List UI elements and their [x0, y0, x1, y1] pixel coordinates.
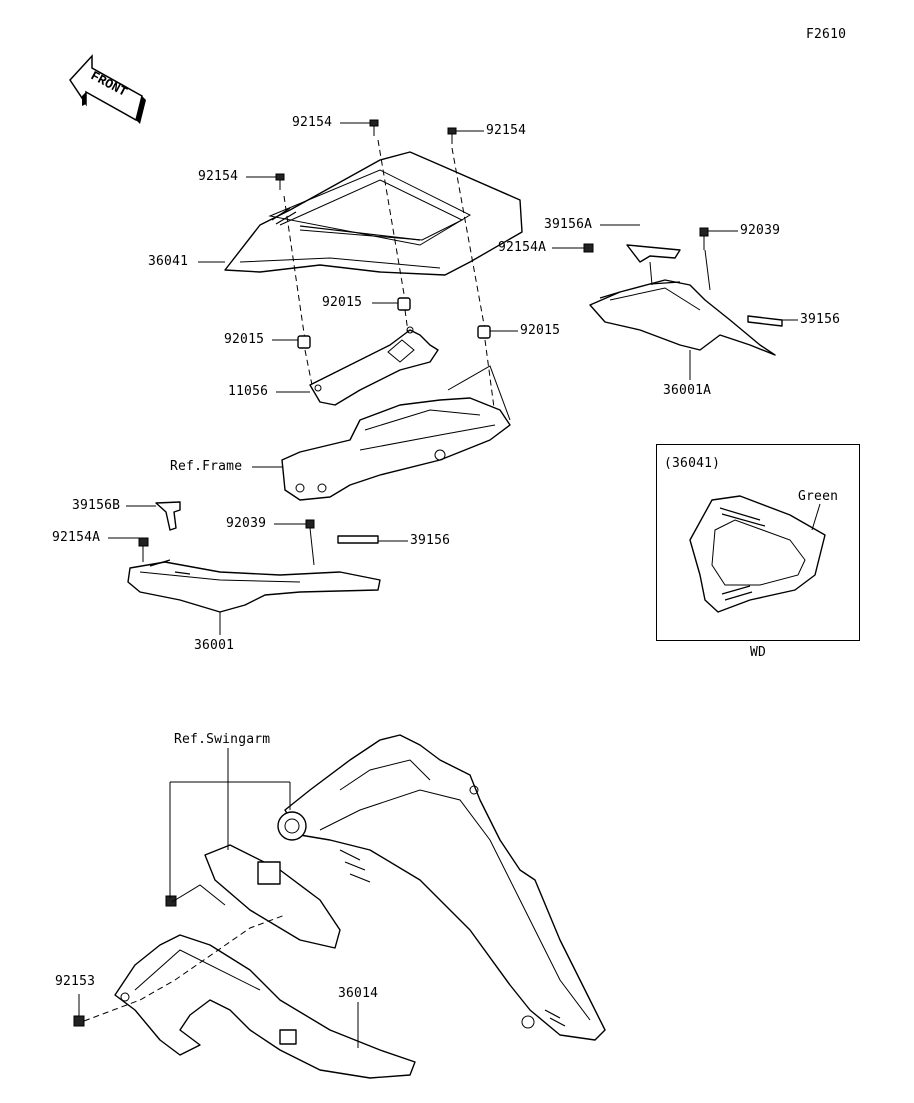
- label-36001: 36001: [194, 638, 235, 653]
- label-39156-right: 39156: [800, 312, 841, 327]
- bracket-part: [309, 326, 439, 406]
- inset-caption: WD: [750, 645, 767, 660]
- inset-seat-cowl: [689, 495, 826, 613]
- front-arrow-text-label: FRONT: [88, 68, 130, 100]
- label-92039-right: 92039: [740, 223, 781, 238]
- front-arrow-icon: [69, 54, 146, 124]
- front-arrow-text: FRONT: [88, 68, 130, 100]
- label-92154A-left: 92154A: [52, 530, 101, 545]
- inset-title: (36041): [664, 456, 721, 471]
- figure-code: F2610: [806, 27, 847, 42]
- label-92039-left: 92039: [226, 516, 267, 531]
- label-39156A: 39156A: [544, 217, 593, 232]
- label-92154-left: 92154: [198, 169, 239, 184]
- label-92154-top-right: 92154: [486, 123, 527, 138]
- label-36041: 36041: [148, 254, 189, 269]
- label-ref-frame: Ref.Frame: [170, 459, 243, 474]
- label-11056: 11056: [228, 384, 269, 399]
- label-92153: 92153: [55, 974, 96, 989]
- label-92015-center: 92015: [322, 295, 363, 310]
- seat-cowl-part: [224, 151, 523, 276]
- label-92154A-right: 92154A: [498, 240, 547, 255]
- collar-icons: [297, 297, 491, 349]
- chain-guard-part: [73, 844, 416, 1079]
- label-39156-left: 39156: [410, 533, 451, 548]
- frame-part: [281, 365, 511, 501]
- label-92015-right: 92015: [520, 323, 561, 338]
- assembly-guide-lines: [283, 139, 496, 416]
- label-ref-swingarm: Ref.Swingarm: [174, 732, 271, 747]
- label-36014: 36014: [338, 986, 379, 1001]
- variant-inset-box: [656, 444, 860, 641]
- label-39156B: 39156B: [72, 498, 121, 513]
- leader-lines: [78, 122, 798, 1048]
- side-cover-left-part: [127, 501, 381, 613]
- inset-color-note: Green: [798, 489, 839, 504]
- side-cover-right-part: [583, 227, 783, 356]
- label-92154-top-left: 92154: [292, 115, 333, 130]
- label-92015-left: 92015: [224, 332, 265, 347]
- swingarm-part: [277, 734, 606, 1041]
- label-36001A: 36001A: [663, 383, 712, 398]
